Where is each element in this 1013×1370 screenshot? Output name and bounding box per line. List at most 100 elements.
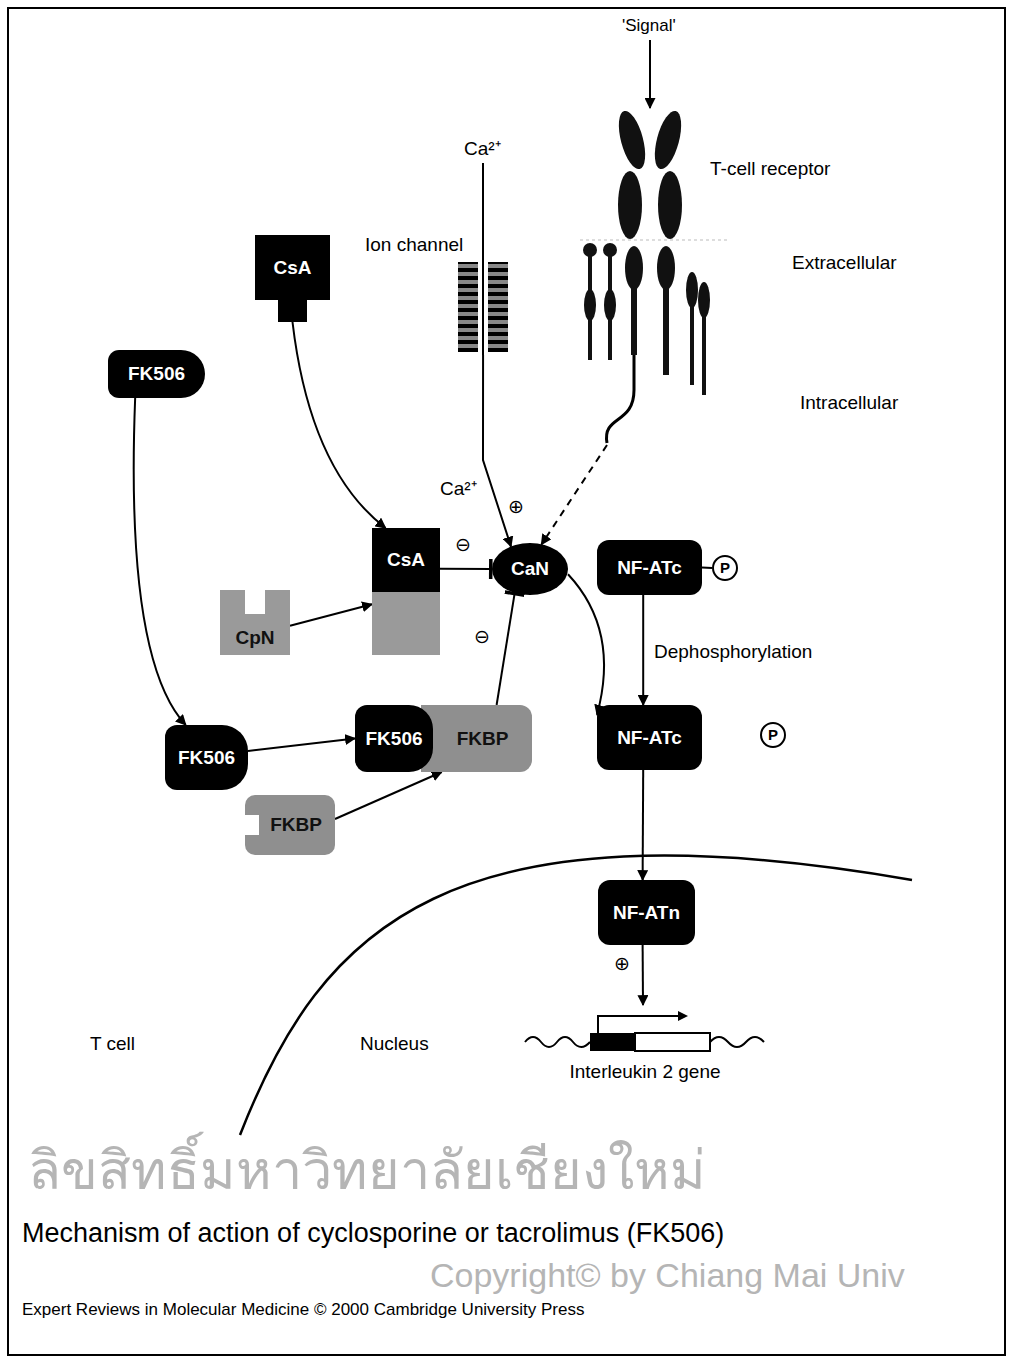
annotation-label: Ca²⁺ (440, 478, 477, 500)
membrane-line (580, 240, 730, 241)
node-text: CpN (235, 627, 274, 649)
binding-protein: CpN (220, 590, 290, 655)
label-slot: Ca²⁺ (464, 138, 501, 160)
node-text: Interleukin 2 gene (569, 1061, 720, 1083)
dna-strand (525, 1037, 590, 1047)
arrow-connector (483, 355, 511, 547)
receptor-part (631, 285, 637, 355)
arrow-connector (335, 772, 442, 819)
node-text: FKBP (457, 728, 509, 750)
node-text: P (768, 726, 778, 743)
drug-pill: FK506 (165, 725, 248, 790)
arrow-connector (290, 604, 372, 626)
channel-wall (458, 262, 478, 352)
drug-pill: FK506 (108, 350, 205, 398)
receptor-part (663, 285, 669, 375)
annotation-label: Ca²⁺ (464, 138, 501, 160)
arrow-connector (642, 945, 644, 1005)
node-text: NF-ATc (617, 727, 682, 749)
label-slot: Ion channel (365, 234, 463, 256)
figure-frame (8, 8, 1005, 1355)
signal-arrow (649, 40, 651, 108)
label-slot: Ca²⁺ (440, 478, 477, 500)
inhibition-connector (497, 592, 515, 705)
node-text: CsA (273, 257, 311, 279)
nuclear-membrane (240, 856, 912, 1135)
factor-box: NF-ATc (597, 540, 702, 595)
receptor-part (614, 108, 651, 172)
gene-coding-region (635, 1033, 710, 1051)
phosphate-circle: P (712, 555, 738, 581)
label-slot: ลิขสิทธิ์มหาวิทยาลัยเชียงใหม่ (28, 1140, 706, 1202)
label-slot: Nucleus (360, 1033, 429, 1055)
node-text: NF-ATn (613, 902, 680, 924)
node-text: NF-ATc (617, 557, 682, 579)
arrow-connector (642, 595, 644, 705)
arrow-connector (248, 739, 355, 752)
node-text: FK506 (128, 363, 185, 385)
edge-label: Dephosphorylation (652, 641, 814, 663)
receptor-part (702, 305, 706, 395)
label-slot: Dephosphorylation (652, 641, 814, 663)
arrow-connector (293, 322, 386, 528)
arrow-connector (702, 567, 712, 570)
node-text: FK506 (178, 747, 235, 769)
drug-block-stem (278, 300, 307, 322)
arrow-connector (642, 770, 645, 880)
ion-channel: Ion channel (360, 232, 515, 355)
label-slot: ⊖ (455, 534, 471, 556)
receptor-part (618, 171, 642, 239)
arrow-connector (541, 445, 607, 545)
node-text: FK506 (365, 728, 422, 750)
label-slot: Intracellular (800, 392, 898, 414)
sign-symbol: ⊕ (614, 953, 630, 975)
label-slot: Expert Reviews in Molecular Medicine © 2… (22, 1300, 584, 1320)
figure-caption: Mechanism of action of cyclosporine or t… (22, 1218, 724, 1249)
channel-wall (488, 262, 508, 352)
node-text: P (720, 559, 730, 576)
arrow-connector (134, 398, 186, 725)
annotation-label: Expert Reviews in Molecular Medicine © 2… (22, 1300, 584, 1320)
label-slot: T cell (90, 1033, 135, 1055)
calcium-influx-line (482, 163, 484, 355)
drug-complex: CsA (372, 528, 440, 655)
binding-protein-part (372, 592, 440, 655)
label-slot: T-cell receptor (710, 158, 830, 180)
annotation-label: Intracellular (800, 392, 898, 414)
receptor-part (690, 295, 694, 385)
receptor-part (658, 171, 682, 239)
drug-block: CsA (255, 235, 330, 322)
receptor-part (657, 246, 675, 290)
annotation-label: T cell (90, 1033, 135, 1055)
label-slot: 'Signal' (622, 16, 676, 36)
drug-part: FK506 (355, 705, 433, 772)
drug-part: CsA (372, 528, 440, 592)
receptor-tail (606, 355, 634, 443)
label-slot: Extracellular (792, 252, 897, 274)
enzyme-oval: CaN (492, 543, 568, 595)
node-text: Ion channel (365, 234, 463, 256)
arrow-connector (568, 574, 604, 715)
drug-block-body: CsA (255, 235, 330, 300)
label-slot: ⊖ (474, 626, 490, 648)
gene-drawing (520, 1005, 770, 1060)
annotation-label: Nucleus (360, 1033, 429, 1055)
transcription-start (598, 1016, 678, 1033)
binding-protein: FKBP (245, 795, 335, 855)
binding-pocket (245, 815, 259, 835)
factor-box: NF-ATn (598, 880, 695, 945)
factor-box: NF-ATc (597, 705, 702, 770)
receptor-part (588, 315, 592, 360)
label-slot: Copyright© by Chiang Mai Univ (430, 1256, 905, 1295)
node-text: CaN (511, 558, 549, 580)
phosphate-circle: P (760, 722, 786, 748)
inhibition-connector (440, 568, 492, 570)
transcription-arrow-head (678, 1011, 688, 1021)
receptor-part (588, 250, 592, 290)
watermark-text: ลิขสิทธิ์มหาวิทยาลัยเชียงใหม่ (28, 1140, 706, 1202)
receptor-part (650, 108, 687, 172)
node-text: FKBP (270, 814, 322, 836)
receptor-part (608, 250, 612, 290)
annotation-label: Extracellular (792, 252, 897, 274)
